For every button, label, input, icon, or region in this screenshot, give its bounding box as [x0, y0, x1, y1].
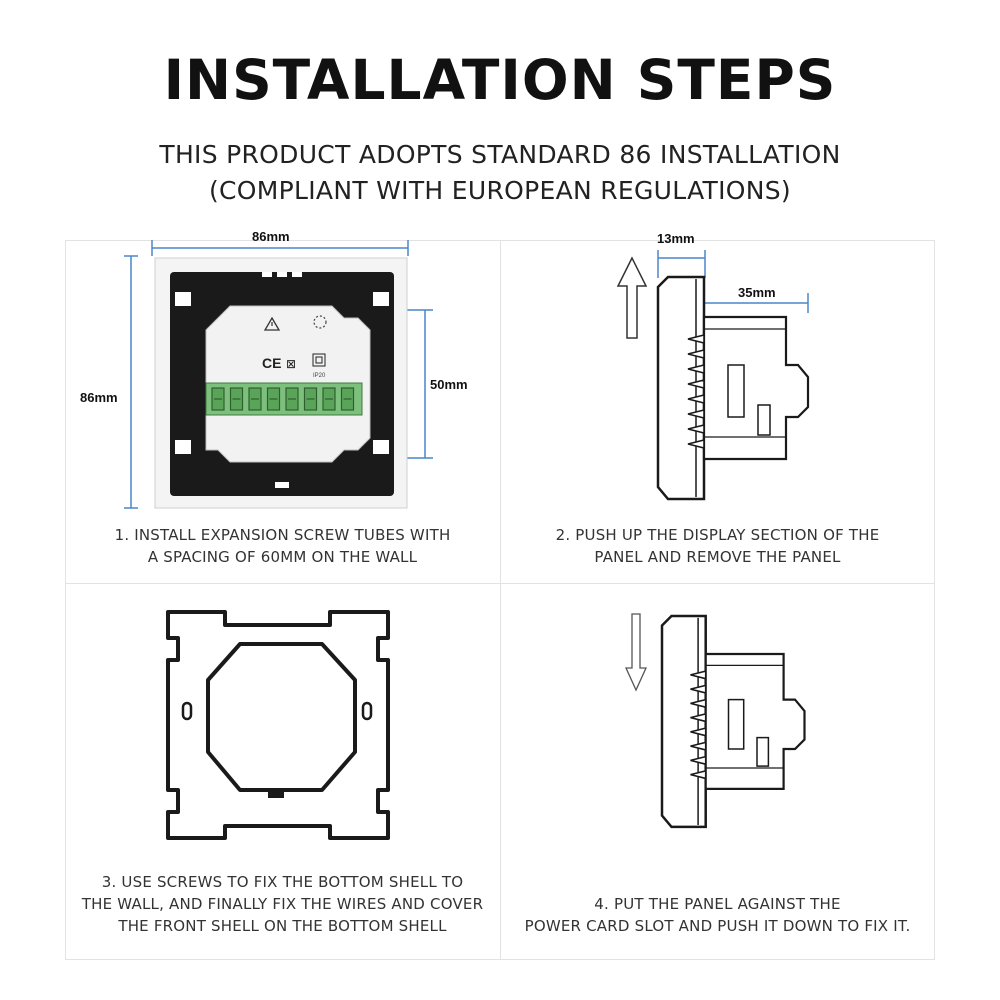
ip-rating: IP20 [313, 373, 326, 379]
front-panel [660, 614, 707, 829]
dimension-height-label: 86mm [80, 390, 118, 405]
page-title: INSTALLATION STEPS [163, 48, 837, 112]
cooling-fin [687, 408, 705, 420]
step-2-caption-line-2: PANEL AND REMOVE THE PANEL [594, 548, 841, 566]
subtitle-line-2: (COMPLIANT WITH EUROPEAN REGULATIONS) [209, 176, 791, 205]
bottom-shell-frame [166, 610, 390, 840]
cooling-fin [690, 670, 707, 680]
step-4-caption-line-2: POWER CARD SLOT AND PUSH IT DOWN TO FIX … [524, 917, 911, 935]
back-housing [704, 652, 806, 790]
step-3-caption-line-3: THE FRONT SHELL ON THE BOTTOM SHELL [118, 917, 447, 935]
subtitle-line-1: THIS PRODUCT ADOPTS STANDARD 86 INSTALLA… [159, 140, 841, 169]
cooling-fin [687, 363, 705, 375]
warning-icon [263, 316, 281, 331]
cooling-fin [690, 741, 707, 751]
push-down-arrow-icon [624, 613, 648, 692]
cooling-fin [690, 712, 707, 723]
step-1-caption-line-1: 1. INSTALL EXPANSION SCREW TUBES WITH [114, 526, 451, 544]
cooling-fin [687, 348, 705, 360]
dimension-depth-label: 35mm [738, 285, 776, 300]
recycle-bin-icon: ⊠ [286, 357, 296, 371]
push-up-arrow-icon [616, 256, 648, 339]
cooling-fin [687, 423, 705, 435]
grid-divider-horizontal [65, 583, 935, 584]
dimension-inner-label: 50mm [430, 377, 468, 392]
earth-symbol-icon [313, 315, 327, 329]
step-1-caption-line-2: A SPACING OF 60MM ON THE WALL [147, 548, 418, 566]
cooling-fin [687, 378, 705, 390]
cooling-fin [687, 438, 705, 450]
step-2-caption-line-1: 2. PUSH UP THE DISPLAY SECTION OF THE [555, 526, 880, 544]
grid-divider-vertical [500, 240, 501, 960]
double-insulation-icon [312, 353, 326, 367]
cooling-fin [687, 393, 705, 405]
step-4-caption-line-1: 4. PUT THE PANEL AGAINST THE [594, 895, 841, 913]
cooling-fin [690, 727, 707, 737]
step-3-caption-line-2: THE WALL, AND FINALLY FIX THE WIRES AND … [81, 895, 484, 913]
cooling-fin [690, 684, 707, 694]
cooling-fin [690, 769, 707, 780]
ce-mark: CE [262, 355, 281, 371]
terminal-block [205, 382, 363, 416]
step-3-caption-line-1: 3. USE SCREWS TO FIX THE BOTTOM SHELL TO [101, 873, 464, 891]
dimension-width-label: 86mm [252, 229, 290, 244]
dimension-thickness-label: 13mm [657, 231, 695, 246]
cooling-fin [687, 333, 705, 345]
cooling-fin [690, 755, 707, 766]
screw-slot-right [361, 701, 373, 721]
back-housing [702, 315, 810, 461]
screw-slot-left [181, 701, 193, 721]
cooling-fin [690, 698, 707, 709]
